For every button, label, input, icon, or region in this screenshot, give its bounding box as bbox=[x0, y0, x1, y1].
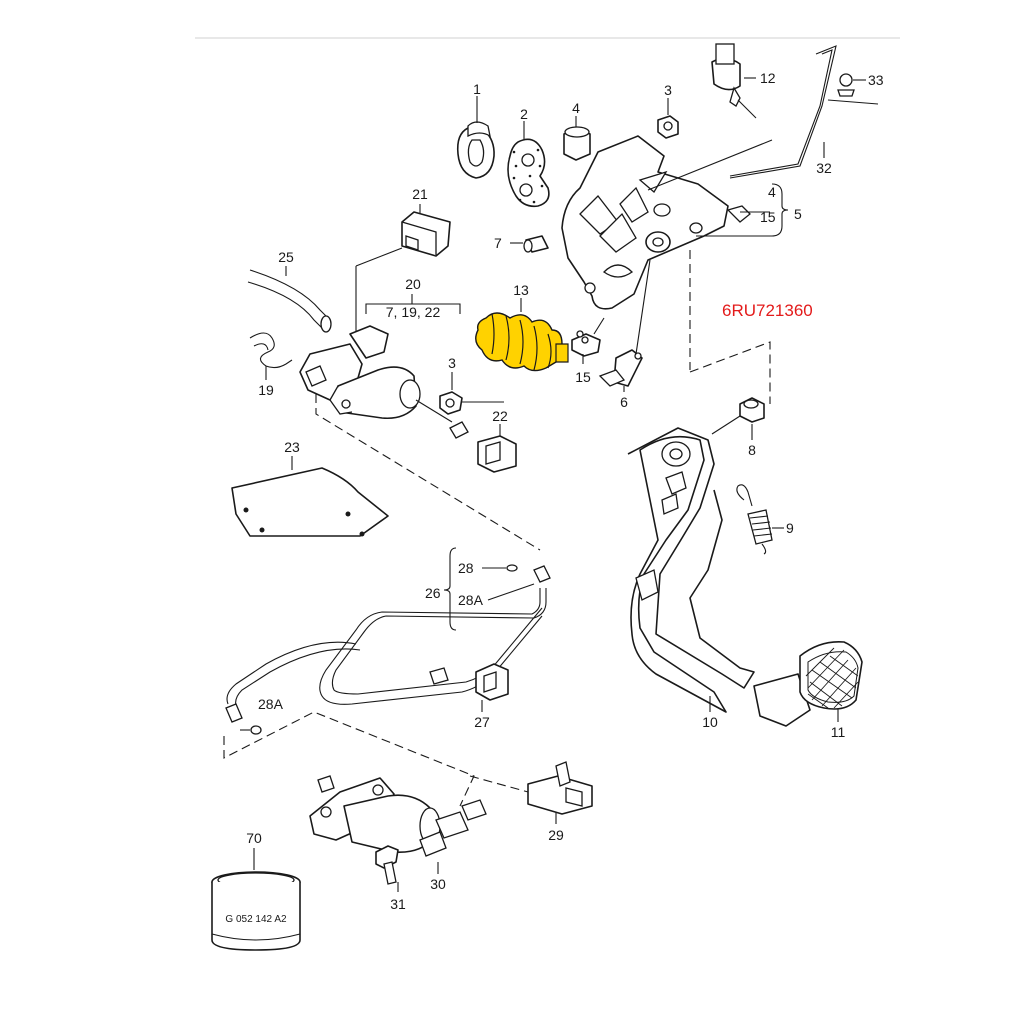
callout-22: 22 bbox=[492, 408, 508, 424]
leader-8-pedal bbox=[711, 415, 741, 435]
part-25-hose[interactable] bbox=[247, 269, 332, 333]
part-12-switch[interactable] bbox=[711, 43, 757, 119]
callout-15a: 15 bbox=[575, 369, 591, 385]
part-22-clip[interactable] bbox=[477, 435, 517, 473]
part-6-pin[interactable] bbox=[598, 349, 643, 387]
pedal-bracket[interactable] bbox=[561, 135, 751, 310]
dash-cyl-pipe bbox=[315, 394, 541, 551]
callout-15b: 15 bbox=[760, 209, 776, 225]
part-15-washer[interactable] bbox=[571, 330, 601, 357]
callout-27: 27 bbox=[474, 714, 490, 730]
leader-28a-1 bbox=[487, 583, 535, 601]
callout-32: 32 bbox=[816, 160, 832, 176]
part-11-pedal-pad[interactable] bbox=[799, 640, 863, 710]
leader-bracket-rod bbox=[647, 139, 773, 191]
callout-2: 2 bbox=[520, 106, 528, 122]
callout-31: 31 bbox=[390, 896, 406, 912]
part-10-pedal-arm[interactable] bbox=[627, 427, 811, 727]
brace-26 bbox=[443, 547, 457, 631]
callout-21: 21 bbox=[412, 186, 428, 202]
dash-pipe-slave bbox=[223, 711, 475, 807]
grease-tin-stamp: G 052 142 A2 bbox=[225, 914, 287, 925]
part-27-pipe-holder[interactable] bbox=[475, 663, 509, 701]
callout-19: 19 bbox=[258, 382, 274, 398]
part-13-spring-highlighted[interactable] bbox=[475, 312, 569, 372]
part-1-clip[interactable] bbox=[456, 121, 495, 179]
part-number-label: 6RU721360 bbox=[722, 301, 813, 320]
callout-28: 28 bbox=[458, 560, 474, 576]
callout-30: 30 bbox=[430, 876, 446, 892]
part-23-heat-shield[interactable] bbox=[231, 467, 389, 537]
callout-20: 20 bbox=[405, 276, 421, 292]
part-9-return-spring[interactable] bbox=[736, 484, 773, 555]
callout-12: 12 bbox=[760, 70, 776, 86]
part-32-pushrod[interactable] bbox=[729, 45, 879, 179]
part-31-bolt[interactable] bbox=[375, 845, 399, 885]
leader-21-cyl bbox=[355, 247, 403, 267]
callout-3b: 3 bbox=[448, 355, 456, 371]
part-7-bushing[interactable] bbox=[523, 235, 549, 253]
part-2-bushing-plate[interactable] bbox=[507, 138, 550, 208]
leader-6-bracket bbox=[635, 259, 651, 355]
callout-9: 9 bbox=[786, 520, 794, 536]
callout-3a: 3 bbox=[664, 82, 672, 98]
part-33-clip[interactable] bbox=[837, 73, 855, 97]
part-8-bushing[interactable] bbox=[739, 397, 765, 423]
brace-20 bbox=[365, 294, 461, 314]
part-4-bushing[interactable] bbox=[563, 126, 591, 161]
part-29-bleed-valve[interactable] bbox=[527, 761, 593, 815]
callout-8: 8 bbox=[748, 442, 756, 458]
callout-5: 5 bbox=[794, 206, 802, 222]
callout-10: 10 bbox=[702, 714, 718, 730]
callout-29: 29 bbox=[548, 827, 564, 843]
callout-11: 11 bbox=[831, 724, 846, 740]
callout-33: 33 bbox=[868, 72, 884, 88]
clutch-master-cylinder[interactable] bbox=[299, 325, 469, 439]
part-30-slave-cylinder[interactable] bbox=[309, 775, 487, 857]
callout-26: 26 bbox=[425, 585, 441, 601]
callout-13: 13 bbox=[513, 282, 529, 298]
part-21-module[interactable] bbox=[401, 211, 451, 257]
dash-bracket-pedal-2 bbox=[689, 341, 771, 404]
part-3-nut-middle[interactable] bbox=[439, 391, 463, 415]
callout-1: 1 bbox=[473, 81, 481, 97]
part-28a-seal-lower[interactable] bbox=[250, 725, 262, 735]
callout-28a-1: 28A bbox=[458, 592, 484, 608]
callout-labels: 1 2 3 4 12 33 32 4 5 15 21 7 25 20 7, 19… bbox=[246, 70, 884, 912]
part-3-nut-top[interactable] bbox=[657, 115, 679, 139]
callout-4b: 4 bbox=[768, 184, 776, 200]
callout-4a: 4 bbox=[572, 100, 580, 116]
part-26-hydraulic-pipe[interactable] bbox=[225, 565, 551, 723]
callout-25: 25 bbox=[278, 249, 294, 265]
callout-7: 7 bbox=[494, 235, 502, 251]
part-28-seal[interactable] bbox=[506, 564, 518, 572]
part-70-grease-tin[interactable]: G 052 142 A2 bbox=[211, 871, 301, 951]
part-19-retaining-clip[interactable] bbox=[249, 332, 293, 369]
brace-4-15 bbox=[771, 183, 789, 237]
leader-15a-2 bbox=[593, 317, 605, 335]
callout-6: 6 bbox=[620, 394, 628, 410]
callout-23: 23 bbox=[284, 439, 300, 455]
callout-70: 70 bbox=[246, 830, 262, 846]
callout-28a-2: 28A bbox=[258, 696, 284, 712]
callout-20-sub: 7, 19, 22 bbox=[386, 304, 441, 320]
